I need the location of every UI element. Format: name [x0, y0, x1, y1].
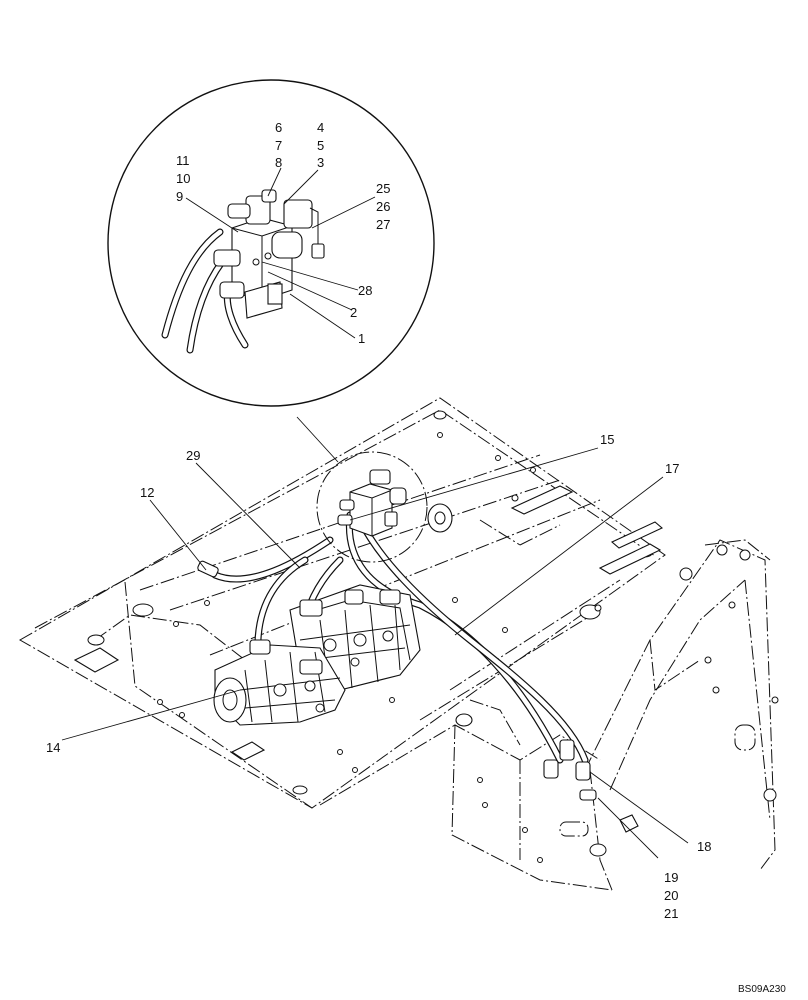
- callout-15: 15: [600, 432, 614, 447]
- side-rail: [319, 699, 639, 891]
- main-valve: [316, 451, 428, 563]
- rear-upright: [584, 539, 779, 891]
- callout-27: 27: [376, 217, 390, 232]
- callout-21: 21: [664, 906, 678, 921]
- detail-view: [107, 79, 435, 463]
- main-hoses: [197, 511, 597, 801]
- callouts: 6 7 8 4 5 3 11 10 9 25 26 27 28 2 1 29 1…: [46, 120, 786, 995]
- callout-20: 20: [664, 888, 678, 903]
- callout-18: 18: [697, 839, 711, 854]
- callout-2: 2: [350, 305, 357, 320]
- callout-17: 17: [665, 461, 679, 476]
- callout-28: 28: [358, 283, 372, 298]
- callout-9: 9: [176, 189, 183, 204]
- callout-14: 14: [46, 740, 60, 755]
- callout-10: 10: [176, 171, 190, 186]
- callout-3: 3: [317, 155, 324, 170]
- callout-29: 29: [186, 448, 200, 463]
- detail-circle: [107, 79, 435, 407]
- callout-19: 19: [664, 870, 678, 885]
- callout-5: 5: [317, 138, 324, 153]
- tandem-pump-front: [213, 639, 346, 726]
- callout-26: 26: [376, 199, 390, 214]
- valve-assembly: [213, 189, 325, 319]
- callout-8: 8: [275, 155, 282, 170]
- callout-11: 11: [176, 153, 190, 168]
- callout-6: 6: [275, 120, 282, 135]
- frame-plate: [18, 397, 666, 809]
- detail-leaders: [185, 167, 376, 339]
- callout-7: 7: [275, 138, 282, 153]
- detail-leader: [296, 416, 339, 463]
- callout-1: 1: [358, 331, 365, 346]
- callout-12: 12: [140, 485, 154, 500]
- callout-4: 4: [317, 120, 324, 135]
- callout-25: 25: [376, 181, 390, 196]
- drawing-code: BS09A230: [738, 984, 786, 995]
- main-leaders: [61, 447, 689, 859]
